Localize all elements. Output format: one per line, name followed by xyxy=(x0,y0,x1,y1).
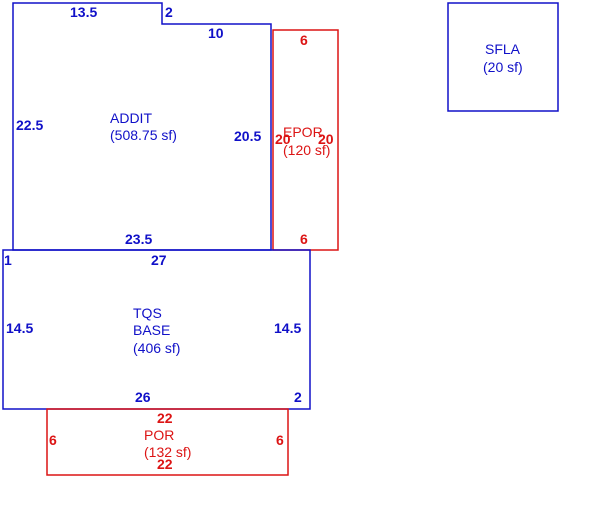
addit-dim-right: 20.5 xyxy=(234,128,261,144)
addit-dim-top-right: 10 xyxy=(208,25,224,41)
por-dim-bottom: 22 xyxy=(157,456,173,472)
sfla-name: SFLA xyxy=(485,41,521,57)
base-name-line2: BASE xyxy=(133,322,170,338)
base-dim-top: 27 xyxy=(151,252,167,268)
por-dim-right: 6 xyxy=(276,432,284,448)
base-dim-corner-left: 1 xyxy=(4,252,12,268)
addit-dim-bottom: 23.5 xyxy=(125,231,152,247)
sfla-area: (20 sf) xyxy=(483,59,523,75)
epor-dim-top: 6 xyxy=(300,32,308,48)
por-dim-top: 22 xyxy=(157,410,173,426)
base-dim-bottom: 26 xyxy=(135,389,151,405)
por-dim-left: 6 xyxy=(49,432,57,448)
por-area: (132 sf) xyxy=(144,444,191,460)
epor-area: (120 sf) xyxy=(283,142,330,158)
por-name: POR xyxy=(144,427,174,443)
base-dim-left: 14.5 xyxy=(6,320,33,336)
epor-dim-left: 20 xyxy=(275,131,291,147)
base-name-line1: TQS xyxy=(133,305,162,321)
por-outline xyxy=(46,408,289,476)
addit-dim-notch: 2 xyxy=(165,4,173,20)
addit-area: (508.75 sf) xyxy=(110,127,177,143)
base-area: (406 sf) xyxy=(133,340,180,356)
base-dim-right: 14.5 xyxy=(274,320,301,336)
addit-name: ADDIT xyxy=(110,110,152,126)
epor-name: EPOR xyxy=(283,124,323,140)
sfla-outline xyxy=(447,2,559,112)
addit-dim-left: 22.5 xyxy=(16,117,43,133)
addit-dim-top: 13.5 xyxy=(70,4,97,20)
epor-dim-right: 20 xyxy=(318,131,334,147)
base-dim-corner-right: 2 xyxy=(294,389,302,405)
epor-dim-bottom: 6 xyxy=(300,231,308,247)
